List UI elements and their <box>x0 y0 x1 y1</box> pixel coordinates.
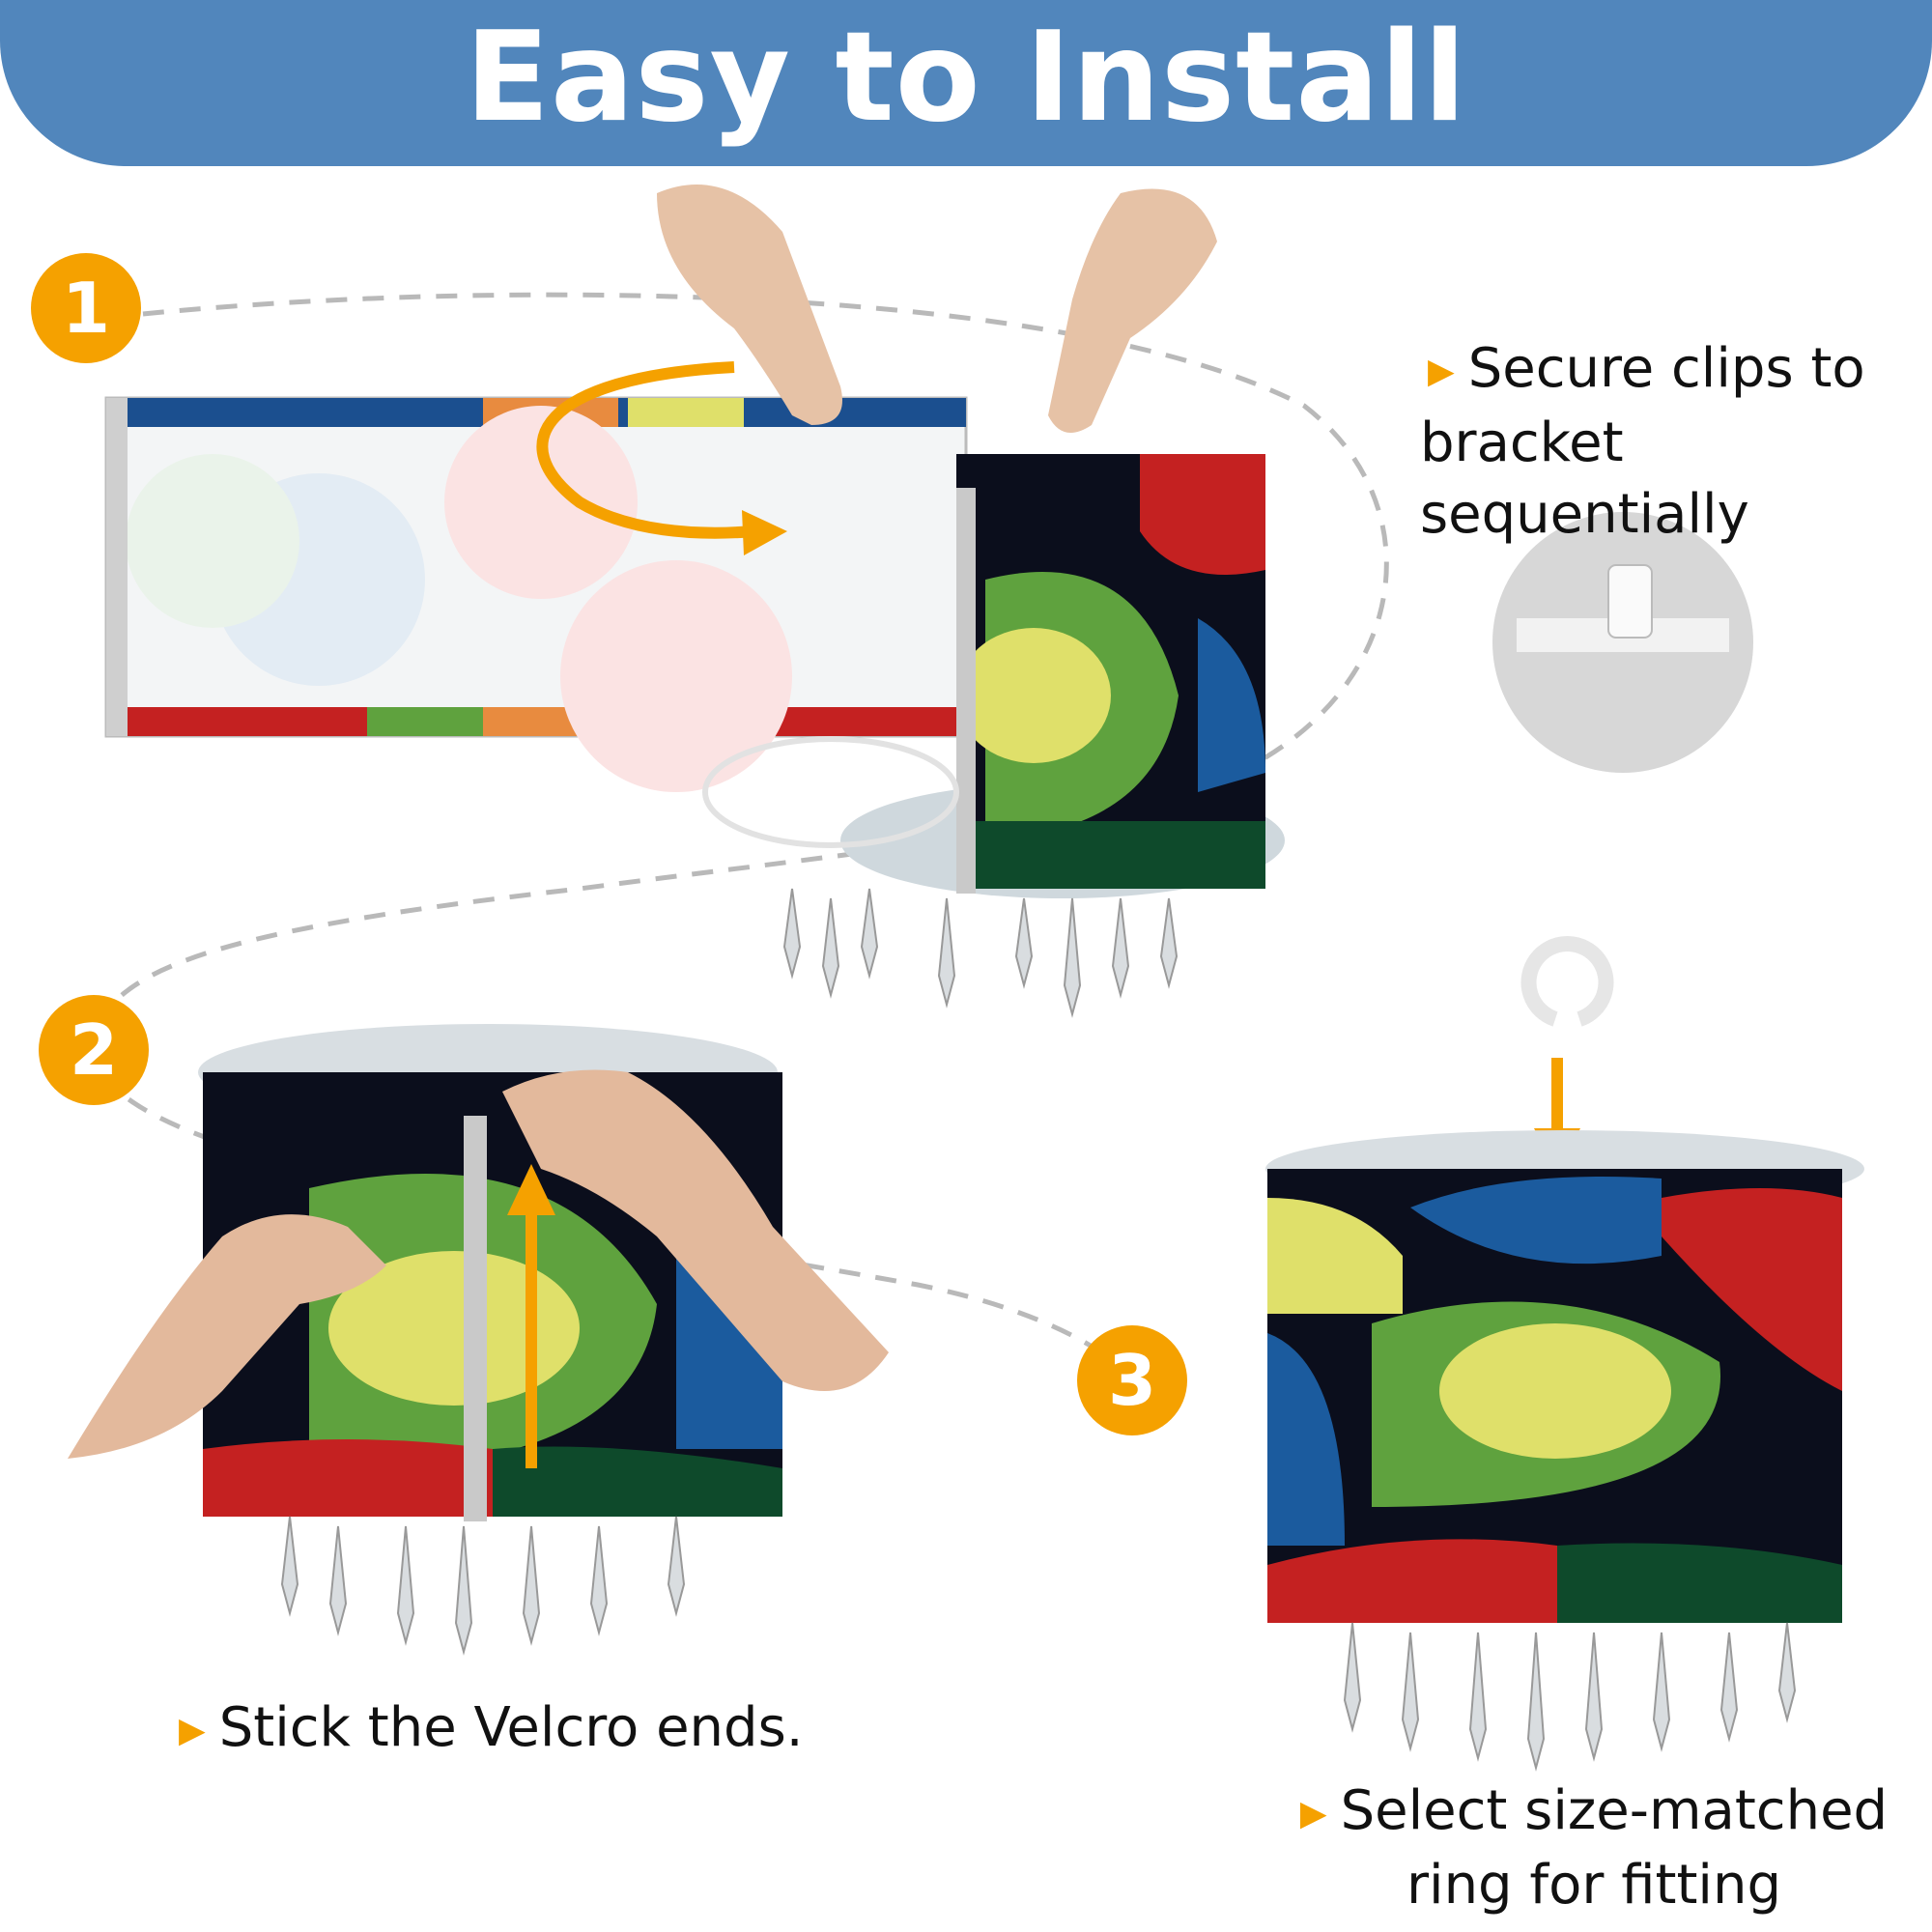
step-3-caption-line2: ring for fitting <box>1406 1853 1781 1917</box>
step-2-caption-line1: Stick the Velcro ends. <box>218 1696 804 1759</box>
step-3-badge: 3 <box>1077 1325 1187 1435</box>
header-banner: Easy to Install <box>0 0 1932 166</box>
step-3-caption: ▶ Select size-matched ring for fitting <box>1265 1776 1922 1921</box>
triangle-bullet-icon: ▶ <box>1299 1793 1327 1833</box>
ceiling-ring-icon <box>1520 936 1614 1027</box>
step1-inner-ring <box>702 736 959 848</box>
step1-shade-panel <box>104 396 968 792</box>
step3-drum-shade <box>1265 1130 1864 1623</box>
step-3-caption-line1: Select size-matched <box>1340 1779 1889 1842</box>
step-1-caption-line2: bracket sequentially <box>1420 411 1749 546</box>
step-1-caption-line1: Secure clips to <box>1467 337 1865 400</box>
step1-drum-shade <box>840 454 1285 898</box>
step-2-badge: 2 <box>39 995 149 1105</box>
step-2-caption: ▶ Stick the Velcro ends. <box>179 1692 855 1767</box>
step2-crystal-drops <box>280 1516 686 1656</box>
step1-hands <box>657 185 1217 433</box>
triangle-bullet-icon: ▶ <box>179 1710 206 1750</box>
triangle-bullet-icon: ▶ <box>1428 351 1455 391</box>
step3-crystal-drops <box>1343 1622 1797 1772</box>
step-1-badge: 1 <box>31 253 141 363</box>
step1-rotate-arrow <box>536 361 754 539</box>
step-1-caption: ▶ Secure clips to bracket sequentially <box>1420 333 1922 551</box>
step2-hands <box>68 1069 889 1459</box>
step1-crystal-drops <box>782 888 1179 1018</box>
page-title: Easy to Install <box>465 6 1467 150</box>
